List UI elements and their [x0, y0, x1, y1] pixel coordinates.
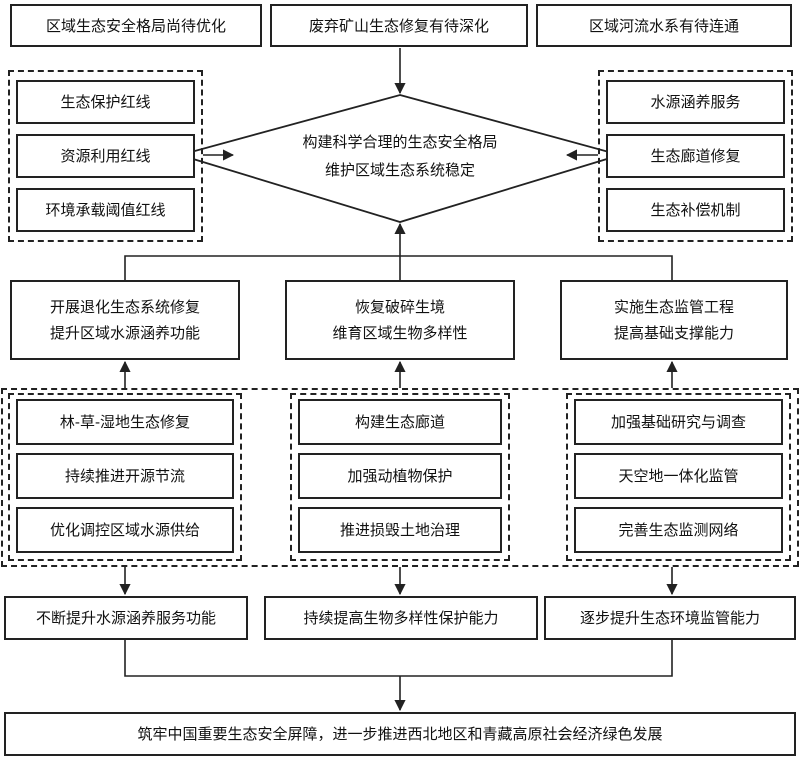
final-goal-box: 筑牢中国重要生态安全屏障，进一步推进西北地区和青藏高原社会经济绿色发展 [4, 712, 796, 756]
strategy-line: 实施生态监管工程 [613, 298, 734, 316]
top-issue-text: 区域河流水系有待连通 [588, 16, 739, 35]
outcome-text: 不断提升水源涵养服务功能 [35, 609, 216, 627]
strategy-line: 维育区域生物多样性 [332, 324, 468, 342]
strategy-box: 实施生态监管工程 提高基础支撑能力 [560, 280, 788, 360]
measure-box: 完善生态监测网络 [574, 507, 783, 553]
service-box: 水源涵养服务 [606, 80, 785, 124]
redline-text: 环境承载阈值红线 [45, 201, 166, 219]
goal-line: 构建科学合理的生态安全格局 [302, 133, 498, 151]
service-box: 生态廊道修复 [606, 134, 785, 178]
goal-diamond [176, 94, 624, 223]
measure-text: 推进损毁土地治理 [339, 521, 460, 539]
goal-line: 维护区域生态系统稳定 [324, 161, 475, 179]
redline-box: 生态保护红线 [16, 80, 195, 124]
measure-box: 天空地一体化监管 [574, 453, 783, 499]
strategy-line: 开展退化生态系统修复 [49, 298, 200, 316]
redline-group [8, 70, 203, 242]
measure-text: 天空地一体化监管 [618, 467, 739, 485]
strategy-box: 开展退化生态系统修复 提升区域水源涵养功能 [10, 280, 240, 360]
measure-box: 构建生态廊道 [298, 399, 502, 445]
measure-text: 优化调控区域水源供给 [49, 521, 200, 539]
strategy-box: 恢复破碎生境 维育区域生物多样性 [285, 280, 515, 360]
outcome-text: 持续提高生物多样性保护能力 [303, 609, 499, 627]
strategy-line: 提升区域水源涵养功能 [49, 324, 200, 342]
measure-text: 加强基础研究与调查 [610, 413, 746, 431]
final-goal-text: 筑牢中国重要生态安全屏障，进一步推进西北地区和青藏高原社会经济绿色发展 [137, 725, 663, 743]
service-text: 水源涵养服务 [650, 93, 741, 111]
top-issue-box: 区域生态安全格局尚待优化 [10, 4, 262, 47]
measure-text: 完善生态监测网络 [618, 521, 739, 539]
measure-box: 持续推进开源节流 [16, 453, 234, 499]
measure-box: 加强动植物保护 [298, 453, 502, 499]
outcome-box: 不断提升水源涵养服务功能 [4, 596, 248, 640]
measure-text: 构建生态廊道 [354, 413, 445, 431]
outcome-box: 逐步提升生态环境监管能力 [544, 596, 796, 640]
measure-box: 推进损毁土地治理 [298, 507, 502, 553]
measure-group [290, 393, 510, 561]
service-box: 生态补偿机制 [606, 188, 785, 232]
top-issue-box: 废弃矿山生态修复有待深化 [270, 4, 528, 47]
measure-box: 加强基础研究与调查 [574, 399, 783, 445]
redline-box: 环境承载阈值红线 [16, 188, 195, 232]
measure-text: 持续推进开源节流 [64, 467, 185, 485]
measure-text: 林-草-湿地生态修复 [59, 413, 191, 431]
service-text: 生态廊道修复 [650, 147, 741, 165]
service-group [598, 70, 793, 242]
top-issue-box: 区域河流水系有待连通 [536, 4, 792, 47]
strategy-line: 提高基础支撑能力 [613, 324, 734, 342]
redline-box: 资源利用红线 [16, 134, 195, 178]
measure-box: 林-草-湿地生态修复 [16, 399, 234, 445]
measure-group [8, 393, 242, 561]
measure-group [566, 393, 791, 561]
redline-text: 生态保护红线 [60, 93, 151, 111]
measure-box: 优化调控区域水源供给 [16, 507, 234, 553]
service-text: 生态补偿机制 [650, 201, 741, 219]
top-issue-text: 区域生态安全格局尚待优化 [45, 16, 226, 35]
measures-band [1, 388, 799, 567]
goal-diamond-text: 构建科学合理的生态安全格局 维护区域生态系统稳定 [260, 128, 540, 184]
redline-text: 资源利用红线 [60, 147, 151, 165]
strategy-line: 恢复破碎生境 [354, 298, 445, 316]
outcome-text: 逐步提升生态环境监管能力 [579, 609, 760, 627]
top-issue-text: 废弃矿山生态修复有待深化 [308, 16, 489, 35]
outcome-box: 持续提高生物多样性保护能力 [264, 596, 538, 640]
measure-text: 加强动植物保护 [347, 467, 453, 485]
